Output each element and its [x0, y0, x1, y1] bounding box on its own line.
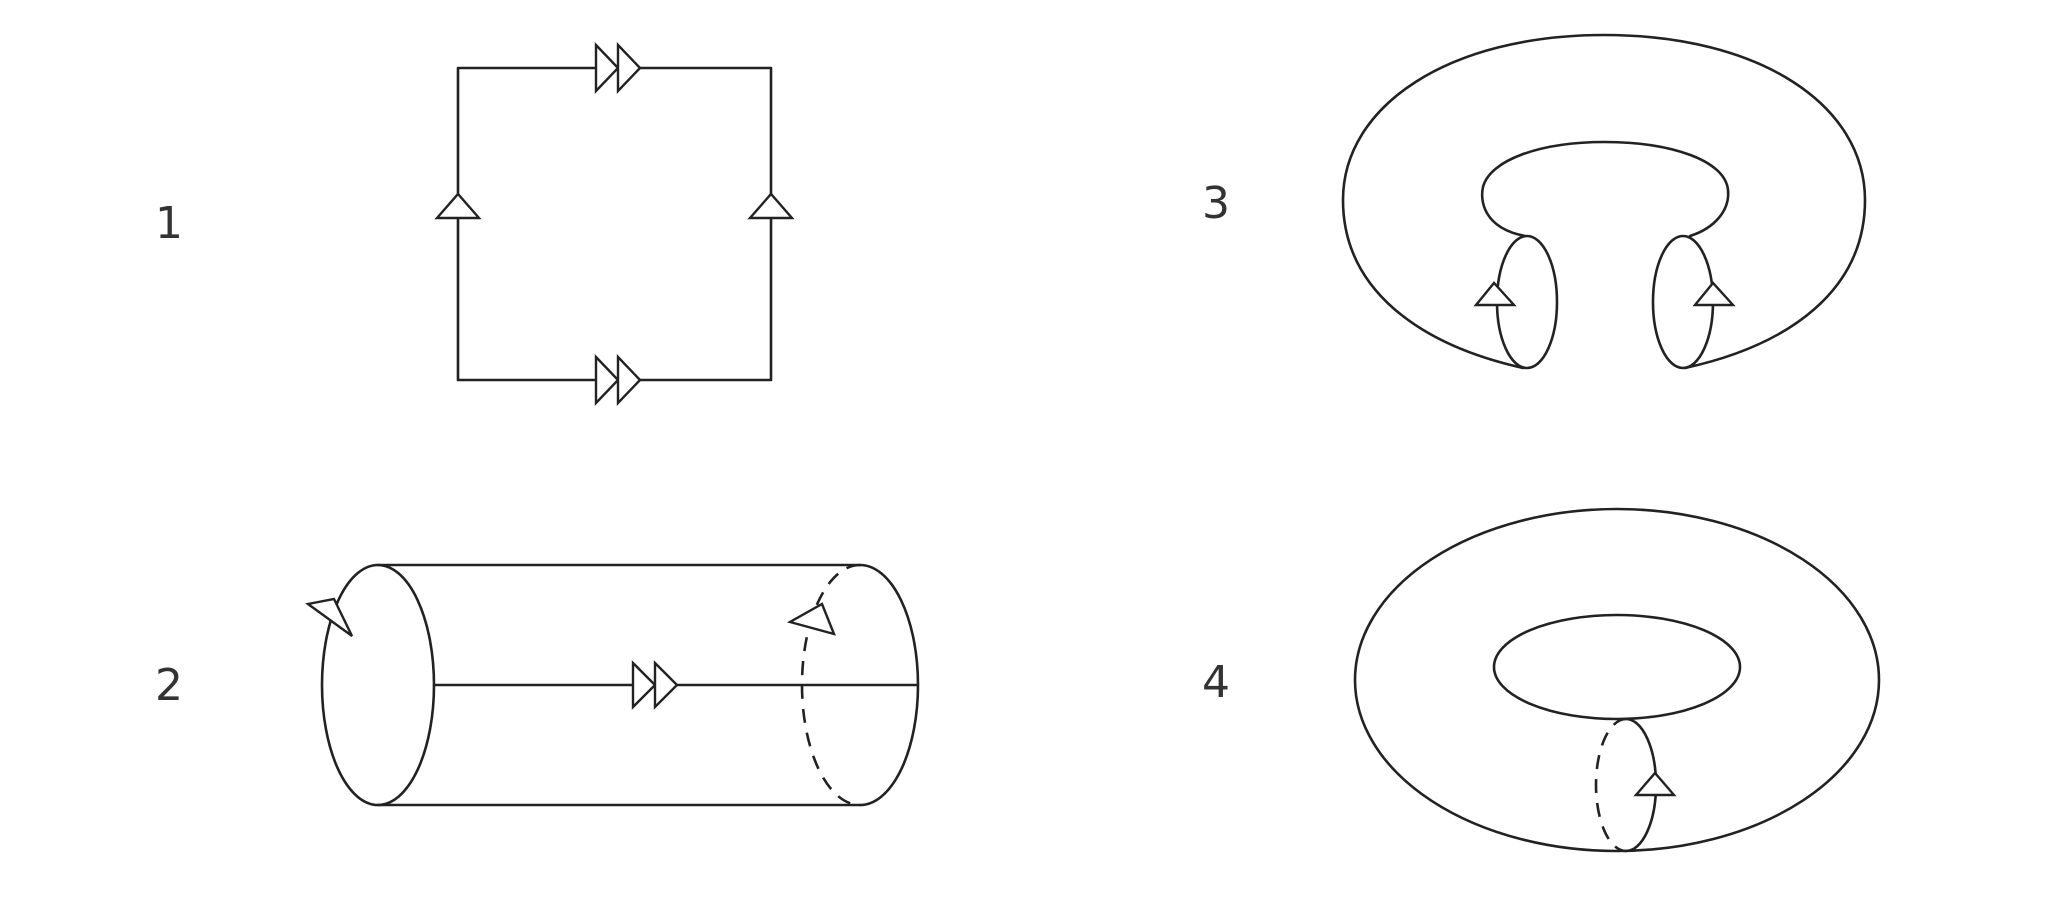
meridian-arrow-icon [1633, 771, 1677, 797]
step-3-label: 3 [1202, 178, 1230, 229]
left-end-arrow-icon [305, 597, 354, 637]
square-outline [456, 66, 773, 382]
step-4-label: 4 [1202, 657, 1230, 708]
cylinder-left-end [320, 563, 436, 807]
bottom-edge-double-arrow-icon [594, 354, 642, 406]
cylinder-right-end-back [800, 563, 861, 807]
right-end-arrow-icon [786, 602, 837, 636]
step-2-label: 2 [155, 660, 183, 711]
bent-cylinder-inner-edge [1480, 140, 1730, 238]
seam-double-arrow-icon [631, 660, 679, 710]
bent-cylinder-figure [1341, 33, 1867, 370]
left-opening-arrow-icon [1473, 281, 1517, 307]
torus-meridian-back [1594, 717, 1627, 853]
right-edge-arrow-icon [747, 192, 795, 220]
left-edge-arrow-icon [434, 192, 482, 220]
right-opening-arrow-icon [1692, 281, 1736, 307]
bent-cylinder-outer-edge [1341, 33, 1867, 370]
top-edge-double-arrow-icon [594, 42, 642, 94]
torus-outer-edge [1353, 507, 1881, 853]
cylinder-figure [305, 563, 920, 807]
square-figure [434, 42, 795, 406]
torus-inner-hole [1492, 613, 1742, 721]
step-1-label: 1 [155, 198, 183, 249]
torus-figure [1353, 507, 1881, 853]
